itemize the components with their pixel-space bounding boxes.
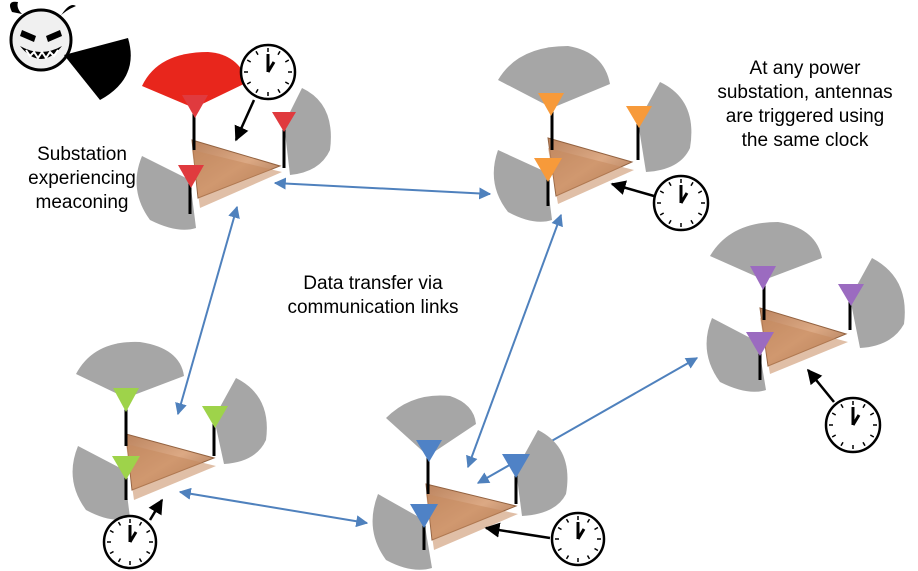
attack-sector xyxy=(142,52,248,108)
clock-sync-note-line: are triggered using xyxy=(725,106,885,127)
substation-purple xyxy=(706,222,905,392)
antenna-icon xyxy=(746,332,774,356)
clock-sync-note-line: substation, antennas xyxy=(717,82,893,103)
meaconing-label-line: meaconing xyxy=(35,192,129,213)
antenna-icon xyxy=(416,440,442,462)
antenna-icon xyxy=(113,388,139,412)
antenna-icon xyxy=(538,93,564,116)
clock-pointer xyxy=(484,522,551,540)
meaconing-label-line: experiencing xyxy=(28,168,136,189)
antenna-icon xyxy=(626,106,652,128)
antenna-icon xyxy=(182,95,208,118)
attacker xyxy=(9,1,131,100)
antenna-icon xyxy=(272,112,296,132)
clock-icon xyxy=(550,511,606,567)
clock-pointer xyxy=(610,180,655,198)
links-label-line: communication links xyxy=(287,297,459,318)
clock-icon xyxy=(824,396,882,454)
clock-sync-note-line: At any power xyxy=(749,58,861,79)
clock-icon xyxy=(652,174,710,232)
link-orange-blue xyxy=(466,213,563,469)
antenna-sector xyxy=(706,318,766,392)
links-label: Data transfer via communication links xyxy=(268,272,478,320)
antenna-sector xyxy=(498,46,610,108)
link-red-orange xyxy=(273,177,492,200)
clock-icon xyxy=(239,43,297,101)
link-green-blue xyxy=(178,487,369,528)
antenna-sector xyxy=(214,378,267,464)
antenna-icon xyxy=(838,284,864,306)
clocks xyxy=(102,43,882,570)
antenna-icon xyxy=(112,456,140,480)
clock-pointer xyxy=(807,368,835,403)
antenna-sector xyxy=(284,88,331,175)
antenna-icon xyxy=(202,406,228,428)
antenna-icon xyxy=(410,504,438,528)
antenna-sector xyxy=(850,258,905,348)
substation-red xyxy=(136,52,331,230)
antenna-sector xyxy=(493,150,552,222)
antenna-sector xyxy=(516,430,568,516)
meaconing-label: Substation experiencing meaconing xyxy=(6,143,158,215)
antenna-sector xyxy=(386,395,476,456)
antenna-icon xyxy=(178,165,204,188)
meaconing-label-line: Substation xyxy=(37,144,127,165)
clock-sync-note-line: the same clock xyxy=(741,130,869,151)
antenna-icon xyxy=(534,158,562,182)
communication-links xyxy=(175,177,699,528)
antenna-sector xyxy=(710,222,822,280)
clock-sync-note: At any power substation, antennas are tr… xyxy=(700,57,910,153)
clock-pointer xyxy=(148,498,164,521)
substation-green xyxy=(72,341,267,520)
jammer-beam-icon xyxy=(64,38,131,100)
substation-orange xyxy=(493,46,692,222)
clock-pointer xyxy=(234,99,256,142)
antenna-sector xyxy=(136,156,196,230)
clock-icon xyxy=(102,514,158,570)
antenna-sector xyxy=(76,341,184,398)
link-red-green xyxy=(175,205,240,416)
antenna-icon xyxy=(750,266,776,290)
substation-blue xyxy=(372,395,568,570)
antenna-sector xyxy=(638,82,692,172)
antenna-sector xyxy=(372,494,432,570)
antenna-sector xyxy=(72,446,130,520)
antenna-icon xyxy=(502,454,530,478)
links-label-line: Data transfer via xyxy=(303,273,443,294)
devil-face-icon xyxy=(9,1,76,72)
